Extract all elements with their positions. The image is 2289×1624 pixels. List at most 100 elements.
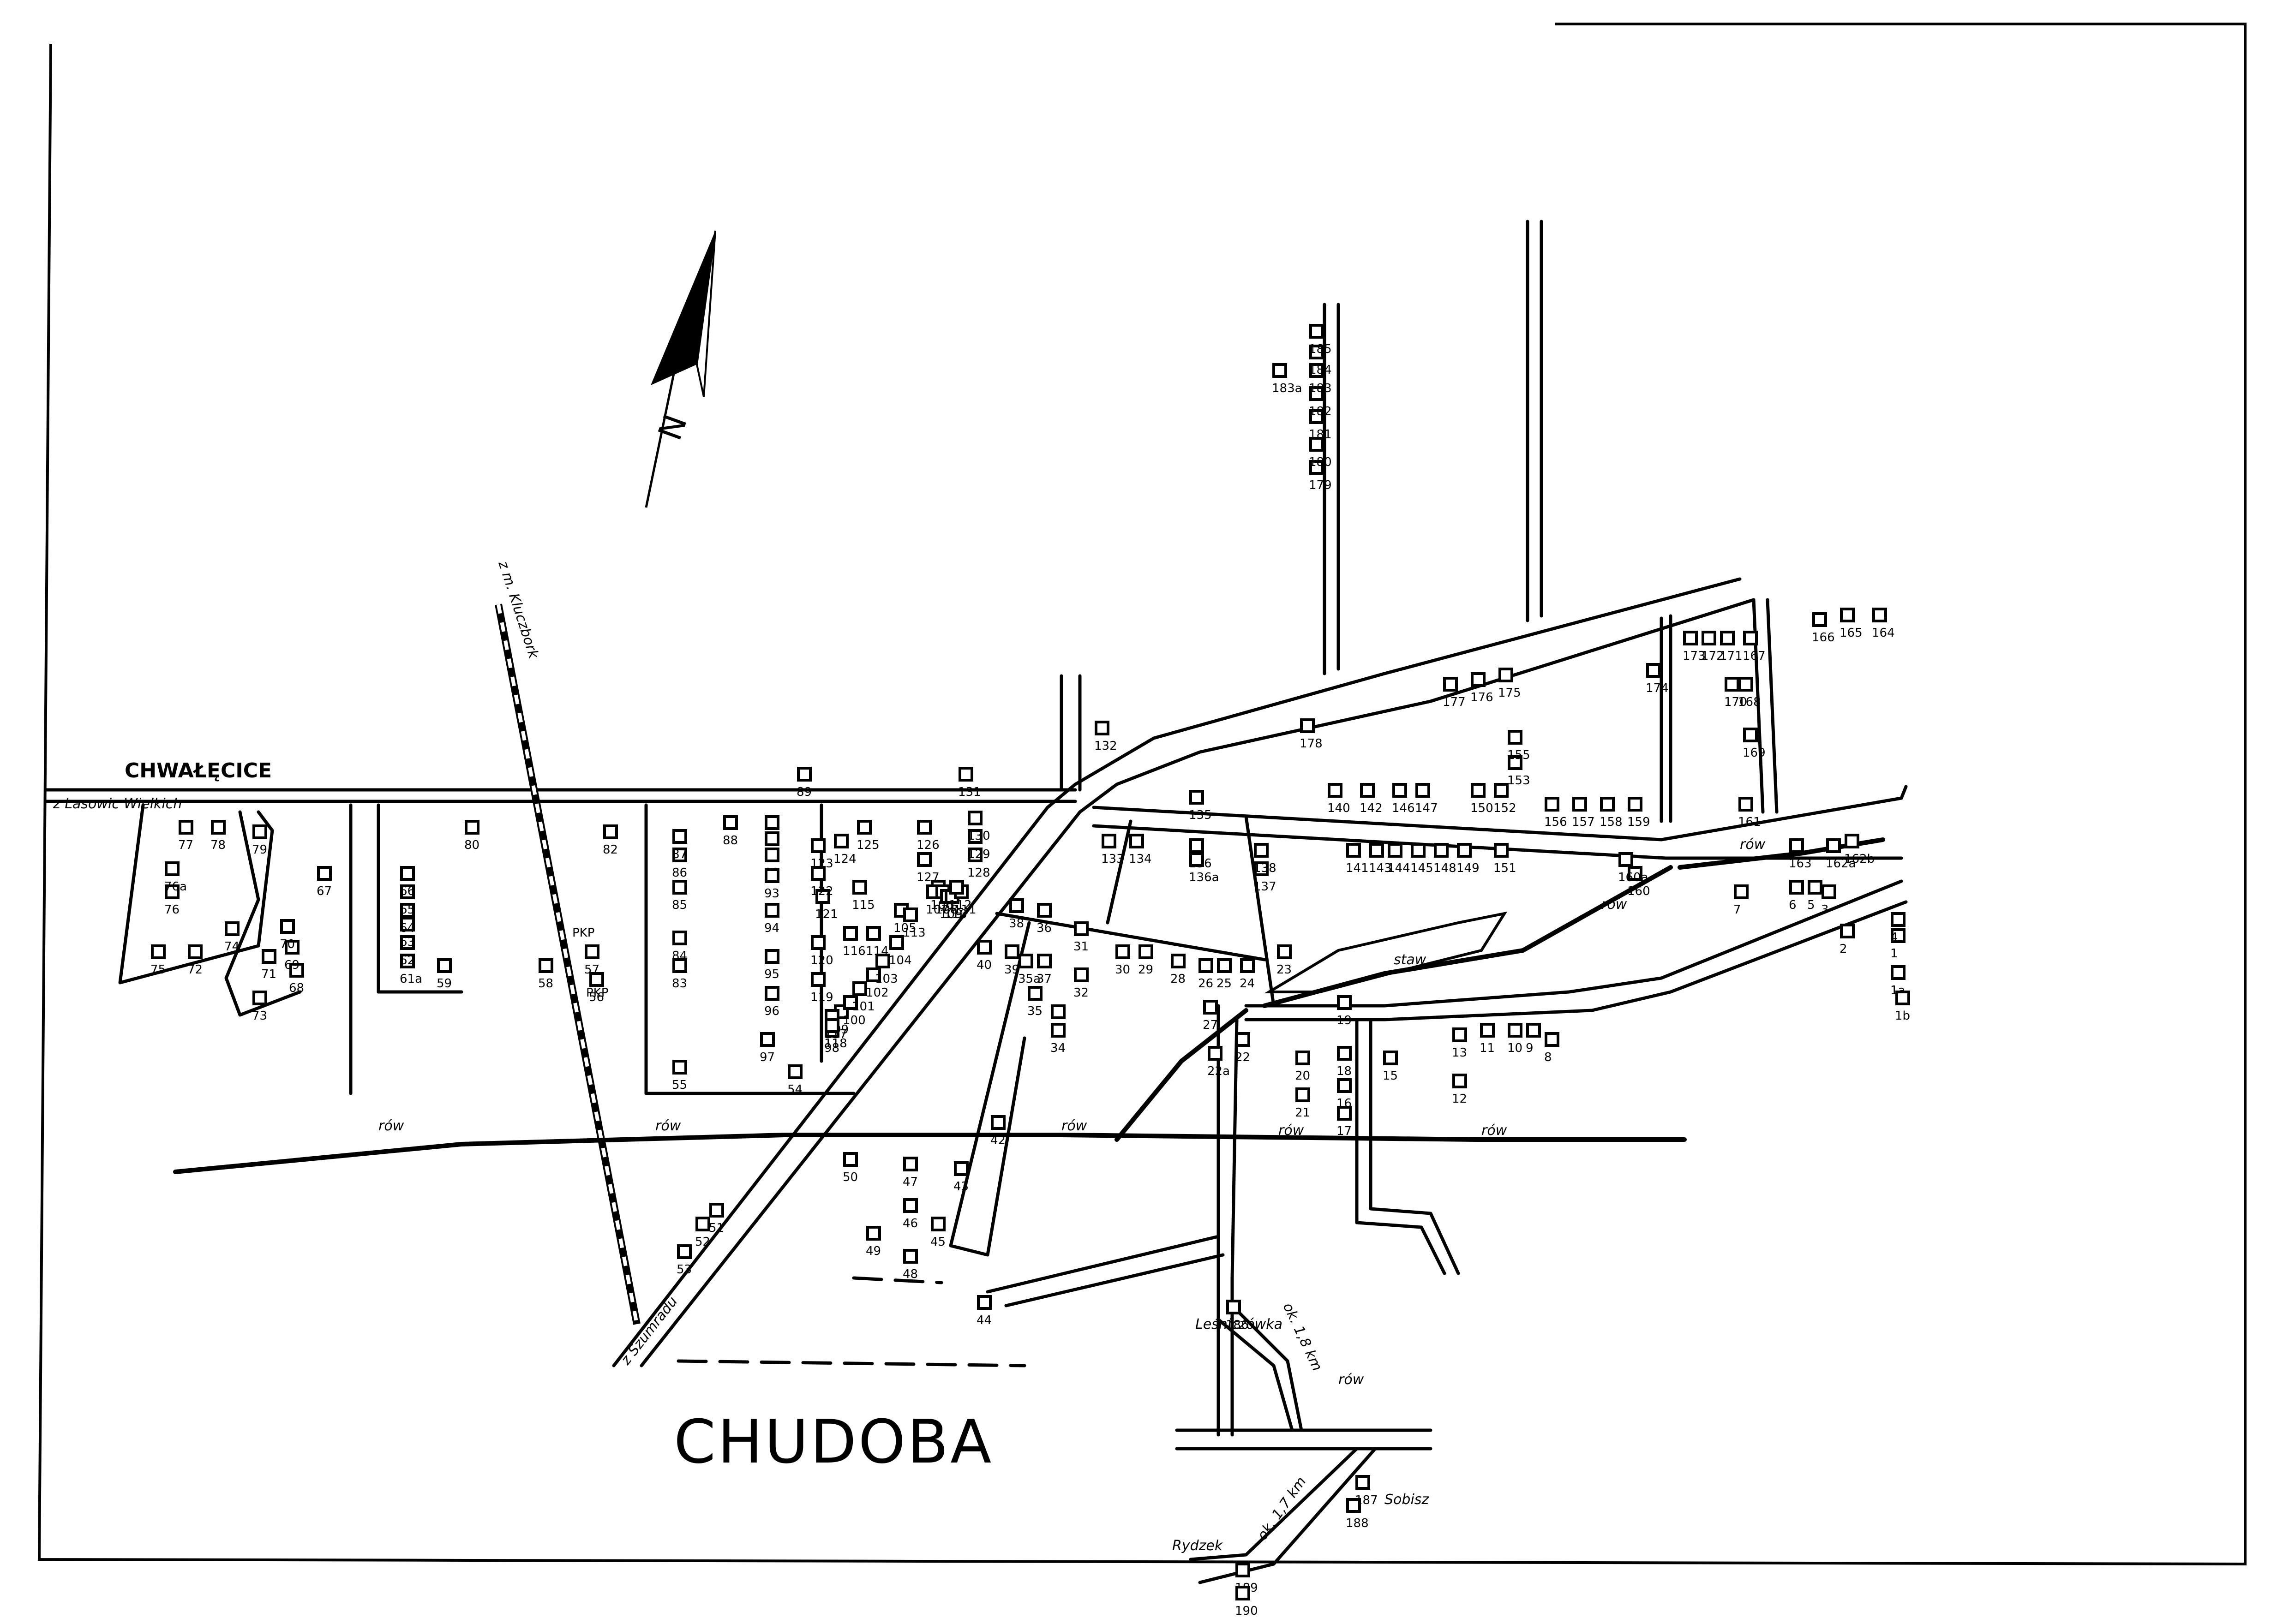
house-number: 149 xyxy=(1456,861,1480,875)
house-number: 26 xyxy=(1198,977,1213,991)
house-number: 122 xyxy=(810,884,833,898)
house-number: 10 xyxy=(1507,1041,1522,1055)
house-number: 126 xyxy=(917,838,940,852)
ditch-label-4: rów xyxy=(1278,1122,1304,1139)
house-number: 62 xyxy=(400,954,415,967)
house-marker xyxy=(765,815,779,830)
house-number: 69 xyxy=(284,958,300,972)
house-number: 140 xyxy=(1327,801,1350,815)
house-marker xyxy=(977,940,992,955)
house-number: 124 xyxy=(833,852,857,866)
house-number: 68 xyxy=(289,981,304,995)
house-number: 2 xyxy=(1840,942,1847,956)
house-number: 70 xyxy=(280,937,295,951)
house-number: 38 xyxy=(1009,917,1024,931)
house-marker xyxy=(765,949,779,964)
house-marker xyxy=(400,884,415,899)
house-marker xyxy=(672,958,687,973)
house-marker xyxy=(188,944,203,959)
house-number: 51 xyxy=(709,1221,724,1235)
house-marker xyxy=(968,811,983,825)
house-number: 73 xyxy=(252,1009,267,1023)
house-number: 18 xyxy=(1336,1064,1352,1078)
house-marker xyxy=(1295,1051,1310,1065)
house-number: 101 xyxy=(852,1000,875,1014)
house-number: 175 xyxy=(1498,686,1521,700)
house-number: 136a xyxy=(1189,871,1219,884)
house-marker xyxy=(852,880,867,895)
house-marker xyxy=(1272,363,1287,378)
house-marker xyxy=(1074,967,1089,982)
house-number: 46 xyxy=(903,1217,918,1230)
map-title: CHUDOBA xyxy=(674,1407,993,1477)
house-marker xyxy=(1743,728,1758,742)
ditch-label-2: rów xyxy=(655,1118,681,1134)
house-marker xyxy=(165,861,180,876)
ditch-label-7: rów xyxy=(1740,836,1766,853)
house-marker xyxy=(672,848,687,862)
house-number: 48 xyxy=(903,1267,918,1281)
house-number: 57 xyxy=(584,963,599,977)
house-marker xyxy=(1383,1051,1398,1065)
house-marker xyxy=(1051,1023,1066,1038)
house-number: 118 xyxy=(824,1037,847,1051)
house-marker xyxy=(977,1295,992,1310)
house-marker xyxy=(811,972,826,987)
house-number: 22 xyxy=(1235,1051,1250,1064)
house-number: 110 xyxy=(944,908,967,921)
house-number: 143 xyxy=(1369,861,1392,875)
house-marker xyxy=(811,935,826,950)
house-marker xyxy=(760,1032,775,1047)
house-number: 15 xyxy=(1383,1069,1398,1083)
house-number: 72 xyxy=(187,963,203,977)
house-marker xyxy=(585,944,599,959)
house-marker xyxy=(1240,958,1255,973)
house-number: 185 xyxy=(1309,342,1332,356)
house-marker xyxy=(589,972,604,987)
house-marker xyxy=(843,995,858,1010)
house-number: 166 xyxy=(1812,631,1835,645)
house-marker xyxy=(1226,1300,1241,1314)
house-marker xyxy=(875,954,890,968)
house-number: 77 xyxy=(178,838,193,852)
house-marker xyxy=(1019,954,1033,968)
house-number: 133 xyxy=(1101,852,1124,866)
house-number: 7 xyxy=(1733,903,1741,917)
house-marker xyxy=(1826,838,1841,853)
house-marker xyxy=(1457,843,1472,858)
house-marker xyxy=(797,767,812,782)
house-marker xyxy=(1683,631,1698,645)
house-number: 53 xyxy=(677,1263,692,1277)
house-number: 183 xyxy=(1309,382,1332,395)
house-number: 50 xyxy=(843,1170,858,1184)
house-number: 121 xyxy=(815,908,838,921)
house-number: 44 xyxy=(977,1314,992,1327)
house-marker xyxy=(1095,721,1109,735)
house-marker xyxy=(843,926,858,941)
house-marker xyxy=(765,903,779,918)
house-marker xyxy=(1037,954,1052,968)
house-marker xyxy=(1235,1032,1250,1047)
station-label-1: PKP xyxy=(572,926,594,940)
north-arrow: N xyxy=(645,230,716,508)
house-number: 76 xyxy=(164,903,180,917)
house-marker xyxy=(1337,1078,1352,1093)
house-number: 170 xyxy=(1724,695,1747,709)
house-number: 19 xyxy=(1336,1014,1352,1027)
house-marker xyxy=(1743,631,1758,645)
hamlet-label-sobisz: Sobisz xyxy=(1384,1492,1429,1508)
house-marker xyxy=(1254,843,1269,858)
house-number: 157 xyxy=(1572,815,1595,829)
house-marker xyxy=(400,903,415,918)
house-marker xyxy=(1309,409,1324,424)
house-marker xyxy=(400,917,415,931)
house-number: 11 xyxy=(1480,1041,1495,1055)
hamlet-label-lesniczowka: Leśniczówka xyxy=(1195,1316,1282,1332)
house-number: 54 xyxy=(787,1083,803,1097)
house-marker xyxy=(1208,1046,1222,1061)
house-number: 58 xyxy=(538,977,553,991)
house-marker xyxy=(1295,1087,1310,1102)
house-number: 95 xyxy=(764,967,779,981)
house-marker xyxy=(1545,1032,1559,1047)
house-marker xyxy=(672,880,687,895)
